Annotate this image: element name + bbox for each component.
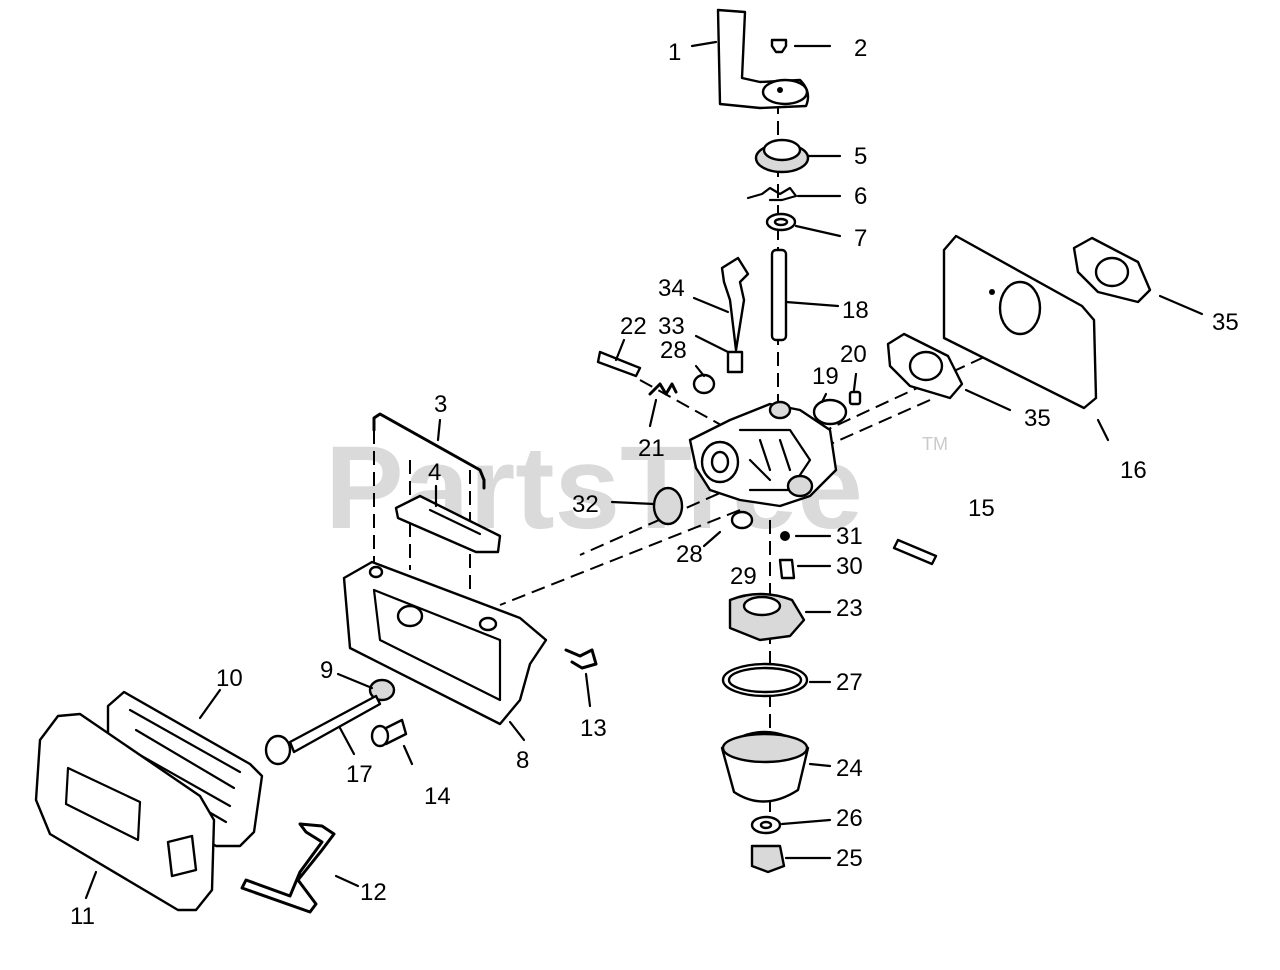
callout-21: 21 <box>638 435 665 462</box>
callout-16: 16 <box>1120 457 1147 484</box>
callout-31: 31 <box>836 523 863 550</box>
part-21-spring <box>648 382 678 396</box>
callout-34: 34 <box>658 275 685 302</box>
callout-25: 25 <box>836 845 863 872</box>
part-23-float-body <box>728 592 806 642</box>
callout-28-lower: 28 <box>676 541 703 568</box>
callout-24: 24 <box>836 755 863 782</box>
part-4-bracket <box>394 494 502 554</box>
callout-2: 2 <box>854 35 867 62</box>
callout-labels: 1 2 5 6 7 18 34 33 28 22 21 19 20 35 16 … <box>70 35 1239 930</box>
callout-7: 7 <box>854 225 867 252</box>
part-28-plug-lower <box>730 510 754 530</box>
part-26-washer <box>750 815 782 835</box>
part-13-clip <box>564 648 598 670</box>
part-1-throttle-bracket <box>716 8 810 110</box>
callout-1: 1 <box>668 39 681 66</box>
callout-18: 18 <box>842 297 869 324</box>
part-12-wire-bail <box>240 822 336 914</box>
callout-26: 26 <box>836 805 863 832</box>
callout-9: 9 <box>320 657 333 684</box>
carburetor-body <box>688 400 838 508</box>
part-17-bolt <box>264 694 382 766</box>
part-11-cover <box>34 712 216 912</box>
callout-19: 19 <box>812 363 839 390</box>
part-34-needle <box>720 256 750 374</box>
watermark-trademark: TM <box>922 434 948 454</box>
callout-13: 13 <box>580 715 607 742</box>
callout-35-right: 35 <box>1212 309 1239 336</box>
callout-12: 12 <box>360 879 387 906</box>
part-31-ball <box>780 531 790 541</box>
callout-6: 6 <box>854 183 867 210</box>
callout-33: 33 <box>658 313 685 340</box>
callout-11: 11 <box>70 903 95 930</box>
part-32-disc <box>652 486 684 526</box>
part-7-washer <box>765 212 797 232</box>
leader-lines <box>84 40 1204 900</box>
part-8-filter-base <box>342 560 548 726</box>
callout-29: 29 <box>730 563 757 590</box>
callout-32: 32 <box>572 491 599 518</box>
callout-10: 10 <box>216 665 243 692</box>
callout-8: 8 <box>516 747 529 774</box>
part-2-screw <box>770 38 788 54</box>
callout-17: 17 <box>346 761 373 788</box>
part-30-jet <box>778 558 796 580</box>
part-24-float-bowl <box>720 730 810 803</box>
callout-15: 15 <box>968 495 995 522</box>
part-14-screw <box>370 718 408 748</box>
part-19-disc <box>812 398 848 426</box>
part-27-o-ring <box>721 662 809 698</box>
callout-20: 20 <box>840 341 867 368</box>
callout-23: 23 <box>836 595 863 622</box>
callout-27: 27 <box>836 669 863 696</box>
part-5-cap <box>754 138 810 174</box>
callout-14: 14 <box>424 783 451 810</box>
part-28-plug-top <box>692 373 716 395</box>
part-25-nut <box>750 844 786 874</box>
callout-28-top: 28 <box>660 337 687 364</box>
part-20-pin <box>848 390 862 406</box>
part-6-spring <box>746 186 798 202</box>
callout-3: 3 <box>434 391 447 418</box>
callout-35-left: 35 <box>1024 405 1051 432</box>
part-35-gasket-left <box>886 332 964 400</box>
part-16-plate <box>942 234 1098 410</box>
part-15-pin <box>892 538 938 566</box>
callout-22: 22 <box>620 313 647 340</box>
part-18-shaft <box>770 248 788 342</box>
part-22-screw <box>596 350 642 378</box>
part-35-gasket-right <box>1072 236 1152 304</box>
callout-4: 4 <box>428 459 441 486</box>
callout-5: 5 <box>854 143 867 170</box>
callout-30: 30 <box>836 553 863 580</box>
part-3-frame <box>372 412 486 490</box>
